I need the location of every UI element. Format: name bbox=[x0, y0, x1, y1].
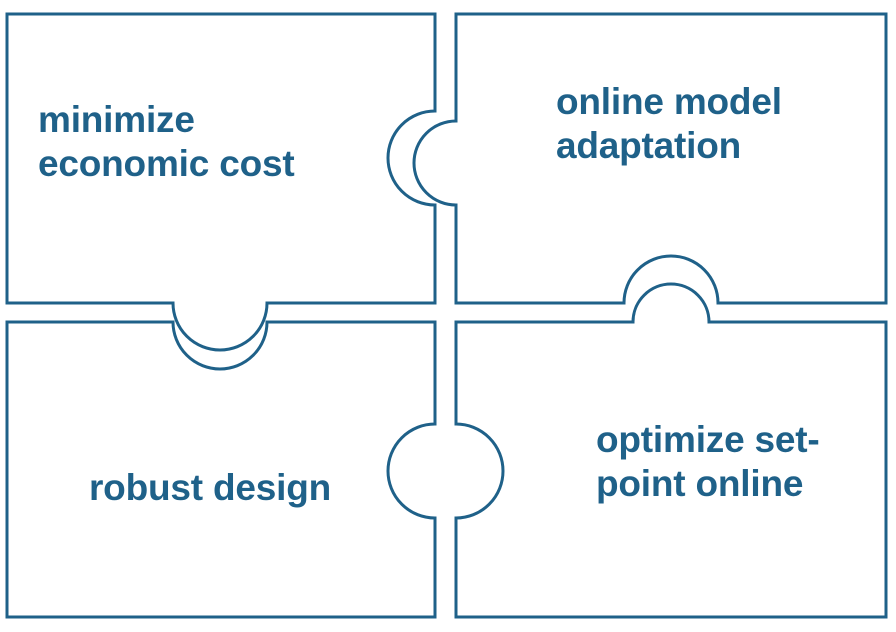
puzzle-piece-top-right[interactable] bbox=[412, 12, 888, 305]
puzzle-piece-bottom-right[interactable] bbox=[454, 282, 888, 619]
puzzle-piece-top-left[interactable] bbox=[5, 12, 437, 352]
puzzle-piece-bottom-left[interactable] bbox=[5, 320, 437, 619]
